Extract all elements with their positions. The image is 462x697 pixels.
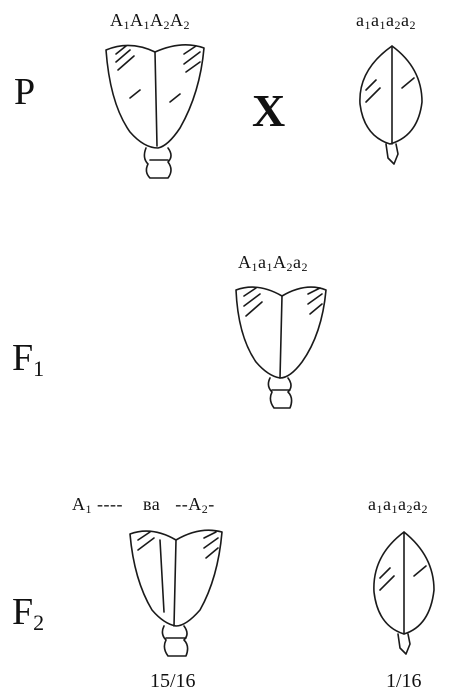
genotype-f2-dominant: A1 ---- ва --A2- (72, 494, 215, 517)
generation-label-p: P (14, 70, 35, 114)
genotype-p-right: a1a1a2a2 (356, 10, 416, 33)
heart-pod-f1 (230, 280, 330, 412)
generation-label-f1: F1 (12, 336, 44, 382)
cross-symbol: X (252, 84, 285, 137)
genotype-p-left: A1A1A2A2 (110, 10, 190, 33)
heart-pod-f2-dominant (124, 522, 228, 662)
ratio-recessive: 1/16 (386, 670, 422, 693)
genotype-f1: A1a1A2a2 (238, 252, 308, 275)
generation-label-f2: F2 (12, 590, 44, 636)
ratio-dominant: 15/16 (150, 670, 196, 693)
oval-pod-p-parent (352, 40, 432, 170)
oval-pod-f2-recessive (364, 526, 444, 660)
genotype-f2-recessive: a1a1a2a2 (368, 494, 428, 517)
heart-pod-p-parent (100, 38, 210, 188)
